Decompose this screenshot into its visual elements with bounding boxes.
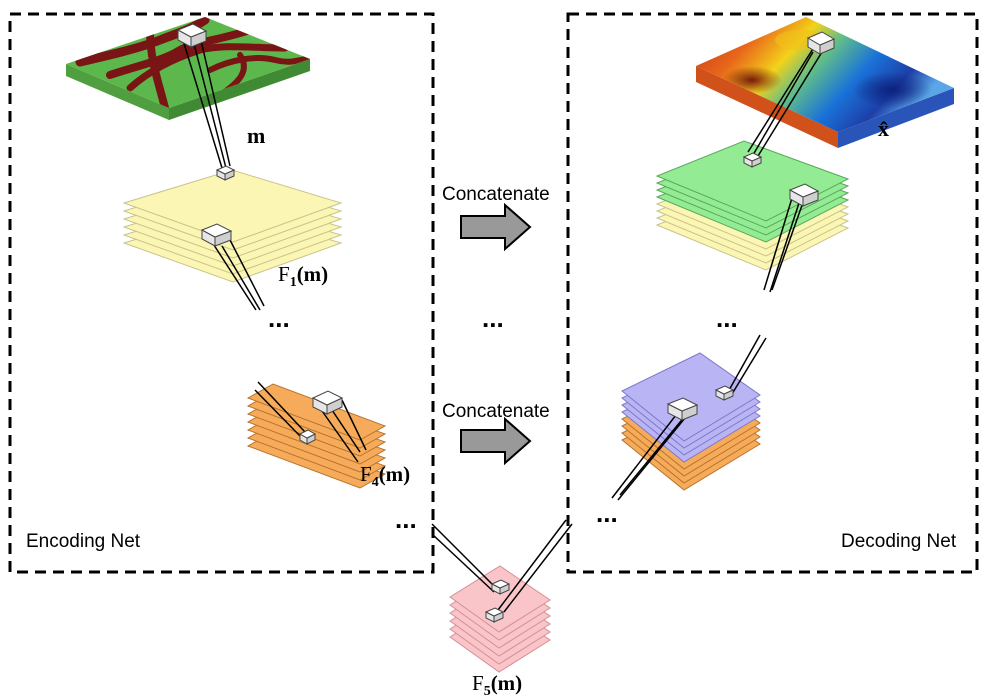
f1-label: F1(m): [278, 262, 328, 290]
input-label-m: m: [247, 123, 265, 148]
f4-label-arg: (m): [379, 462, 410, 486]
patch-cube-dec1-small: [742, 152, 763, 168]
patch-cube-f4-large: [311, 390, 344, 415]
f5-label-arg: (m): [491, 671, 522, 695]
patch-cube-f4-small: [298, 429, 317, 445]
concatenate-label-top: Concatenate: [442, 184, 550, 205]
patch-cube-dec2-large: [666, 397, 699, 421]
decoder-stack-1: [655, 140, 850, 271]
f5-label-main: F: [472, 671, 484, 695]
ellipsis-encoder-top: ...: [268, 303, 290, 333]
patch-cube-f1-large: [200, 223, 233, 247]
patch-cube-input: [176, 23, 208, 48]
patch-cube-f5-top: [490, 579, 511, 595]
concatenate-arrow-bottom: [460, 416, 532, 466]
output-map-xhat: [696, 17, 954, 148]
ellipsis-decoder-top: ...: [716, 303, 738, 333]
encoding-net-label: Encoding Net: [26, 531, 141, 552]
f5-label: F5(m): [472, 671, 522, 698]
f4-label: F4(m): [360, 462, 410, 490]
decoding-net-box: [566, 12, 979, 574]
concatenate-arrow-top: [460, 202, 532, 252]
patch-cube-dec1-large: [788, 183, 820, 207]
f4-feature-stack: [246, 383, 387, 489]
connection-lines: [182, 35, 823, 613]
patch-cube-f1-small: [215, 165, 236, 181]
concatenate-label-bottom: Concatenate: [442, 401, 550, 422]
encoding-net-box: [8, 12, 435, 574]
ellipsis-decoder-bottom: ...: [596, 498, 618, 528]
ellipsis-encoder-bottom: ...: [395, 504, 417, 534]
output-label-xhat: x̂: [878, 116, 889, 141]
input-map-m: [66, 17, 310, 120]
f1-label-arg: (m): [297, 262, 328, 286]
patch-cube-dec2-small: [714, 385, 735, 401]
f1-label-main: F: [278, 262, 290, 286]
f5-label-sub: 5: [484, 684, 491, 698]
decoding-net-label: Decoding Net: [841, 531, 957, 552]
ellipsis-middle: ...: [482, 303, 504, 333]
f4-label-sub: 4: [372, 475, 379, 490]
f4-label-main: F: [360, 462, 372, 486]
patch-cube-f5-bottom: [484, 607, 505, 623]
patch-cube-output: [806, 31, 836, 55]
f1-label-sub: 1: [290, 275, 297, 290]
